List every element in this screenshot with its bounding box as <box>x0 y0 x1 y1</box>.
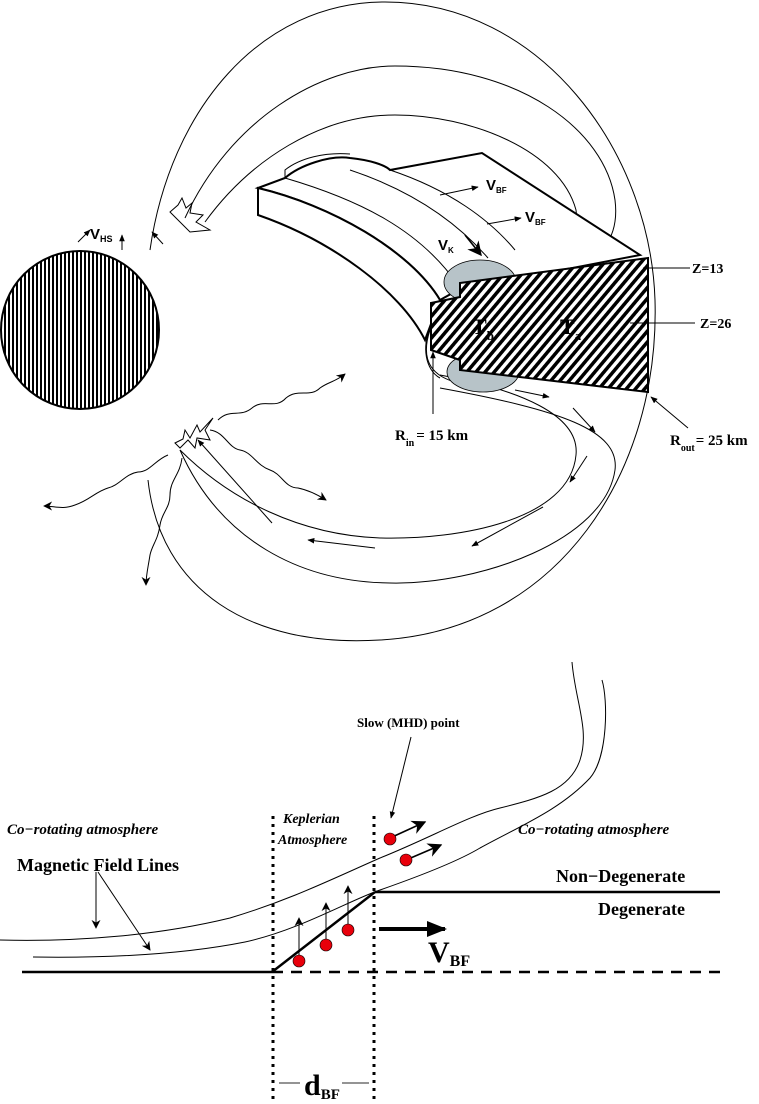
corotating-right-label: Co−rotating atmosphere <box>518 822 670 838</box>
r-out-label: Rout= 25 km <box>670 433 748 454</box>
disk-front-face <box>257 186 442 343</box>
impact-flash-upper <box>169 196 212 233</box>
slow-point-arrow <box>389 736 412 819</box>
vbf-big-label: VBF <box>428 936 470 970</box>
field-line-bottom-lower <box>32 679 607 958</box>
corotating-left-label: Co−rotating atmosphere <box>7 822 159 838</box>
z13-label: Z=13 <box>692 262 723 277</box>
particle-4 <box>383 832 397 846</box>
flow-arrow-right-1 <box>569 455 588 483</box>
vbf-label-1: VBF <box>486 177 507 195</box>
photon-down <box>141 457 183 586</box>
r-in-label: Rin= 15 km <box>395 428 469 449</box>
keplerian-label-line1: Keplerian <box>282 812 340 827</box>
disk-inner-edge-curve <box>425 329 441 379</box>
disk-step-edge <box>284 153 351 178</box>
flow-arrow-right-2 <box>572 407 596 433</box>
vbf-arrow-1 <box>439 185 479 196</box>
keplerian-label-line2: Atmosphere <box>277 833 347 848</box>
particle-2 <box>319 938 333 952</box>
dbf-label: dBF <box>304 1069 340 1103</box>
disk-cross-section <box>430 256 649 394</box>
field-line-lower-1 <box>179 374 577 539</box>
field-lines-arrow-2 <box>97 871 151 951</box>
field-line-bottom-upper <box>0 661 584 941</box>
flow-arrow-bottom-left <box>307 537 376 549</box>
photon-left <box>43 454 169 511</box>
hotspot-arrow-left <box>77 229 91 243</box>
non-degenerate-label: Non−Degenerate <box>556 866 685 886</box>
bottom-figure: Slow (MHD) point Keplerian Atmosphere Co… <box>0 661 726 1104</box>
particle-arrow-4 <box>389 820 427 839</box>
degenerate-label: Degenerate <box>598 899 685 919</box>
top-figure: VHS Tb Ta <box>0 1 748 642</box>
particle-1 <box>292 954 306 968</box>
field-lines-label: Magnetic Field Lines <box>17 855 179 875</box>
hotspot-arrow-right <box>151 231 164 245</box>
particle-3 <box>341 923 355 937</box>
particles <box>292 820 443 968</box>
field-line-lower-2 <box>179 387 616 584</box>
vk-label: VK <box>438 237 454 255</box>
vk-arrow <box>464 234 482 257</box>
disk-arc-inner <box>284 177 459 286</box>
hotspot-velocity-label: VHS <box>90 226 113 244</box>
surface-ramp <box>271 891 376 973</box>
slow-point-label: Slow (MHD) point <box>357 715 460 730</box>
vbf-label-2: VBF <box>525 209 546 227</box>
particle-5 <box>399 853 413 867</box>
accretion-flow-arrow <box>197 439 273 524</box>
temperature-b-label: Tb <box>472 314 494 343</box>
photon-lower-right <box>209 429 327 501</box>
r-out-arrow <box>650 396 689 429</box>
accretion-disk: Tb Ta VBF VBF VK <box>254 151 649 394</box>
disk-arc-mid <box>389 169 516 251</box>
temperature-a-label: Ta <box>560 314 582 343</box>
flow-arrow-bottom-right <box>471 506 544 547</box>
z26-label: Z=26 <box>700 317 731 332</box>
particle-arrow-5 <box>405 843 443 861</box>
outer-magnetosphere-boundary <box>147 1 656 642</box>
field-line-upper-outer <box>184 65 617 279</box>
impact-flash-lower <box>174 417 214 450</box>
neutron-star: VHS <box>0 226 164 410</box>
photon-upper-right <box>217 373 346 421</box>
vbf-arrow-2 <box>486 216 522 225</box>
flow-arrow-right-3 <box>514 389 550 399</box>
